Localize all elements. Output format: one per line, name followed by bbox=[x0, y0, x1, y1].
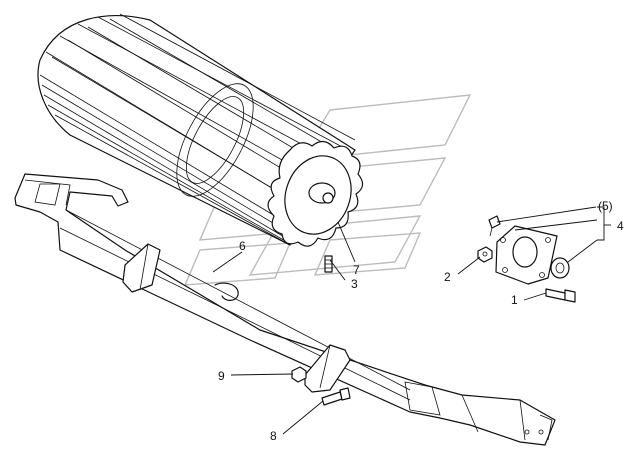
callout-9: 9 bbox=[218, 369, 225, 383]
bolt-1 bbox=[545, 288, 576, 303]
stud-bolt-3 bbox=[324, 255, 333, 273]
callout-2: 2 bbox=[444, 270, 451, 284]
bearing-housing bbox=[495, 225, 558, 285]
callout-4: 4 bbox=[617, 219, 624, 233]
nut-2 bbox=[477, 246, 493, 263]
bolt-8 bbox=[321, 387, 351, 406]
bearing-ring bbox=[550, 257, 570, 279]
callout-1: 1 bbox=[511, 293, 518, 307]
callout-labels: 6 7 3 (5) 4 2 1 9 8 bbox=[218, 199, 624, 443]
callout-3: 3 bbox=[351, 277, 358, 291]
callout-8: 8 bbox=[270, 429, 277, 443]
frame-beam bbox=[14, 173, 556, 446]
callout-6: 6 bbox=[239, 239, 246, 253]
nut-9 bbox=[291, 366, 307, 383]
roller-drum bbox=[37, 13, 364, 247]
leader-lines bbox=[212, 206, 611, 435]
grease-nipple bbox=[488, 215, 501, 237]
callout-5: (5) bbox=[598, 199, 613, 213]
callout-7: 7 bbox=[353, 263, 360, 277]
